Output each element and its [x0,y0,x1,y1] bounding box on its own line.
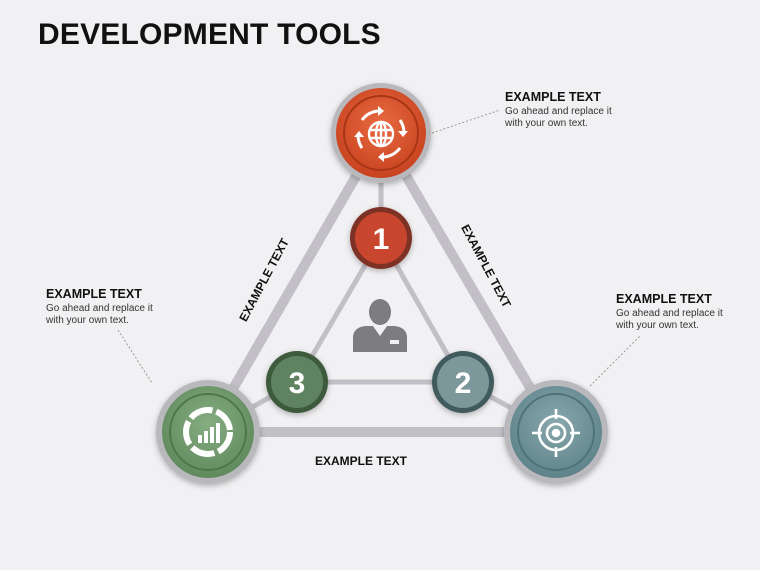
callout-left: EXAMPLE TEXT Go ahead and replace it wit… [46,287,186,327]
target-icon [532,409,580,457]
globe-refresh-icon [354,106,408,162]
callout-right: EXAMPLE TEXT Go ahead and replace it wit… [616,292,756,332]
callout-top-line2: with your own text. [505,118,588,129]
callout-right-heading: EXAMPLE TEXT [616,292,712,306]
inner-node-2[interactable] [432,351,494,413]
inner-node-3[interactable] [266,351,328,413]
callout-top: EXAMPLE TEXT Go ahead and replace it wit… [505,90,645,130]
callout-left-heading: EXAMPLE TEXT [46,287,142,301]
callout-top-heading: EXAMPLE TEXT [505,90,601,104]
callout-right-line1: Go ahead and replace it [616,308,723,319]
callout-top-line1: Go ahead and replace it [505,106,612,117]
leader-line-top [431,109,501,134]
inner-node-1[interactable] [350,207,412,269]
callout-left-line2: with your own text. [46,315,129,326]
chart-report-icon [183,407,233,457]
user-avatar-icon [353,299,407,352]
page-title: DEVELOPMENT TOOLS [38,18,381,51]
inner-node-3-label: 3 [289,367,306,400]
callout-right-line2: with your own text. [616,320,699,331]
edge-label-bottom: EXAMPLE TEXT [315,454,408,468]
leader-line-right [589,335,641,387]
outer-connectors [203,128,561,437]
inner-node-1-label: 1 [373,223,390,256]
callout-left-line1: Go ahead and replace it [46,303,153,314]
leader-line-left [117,329,153,384]
inner-node-2-label: 2 [455,367,472,400]
